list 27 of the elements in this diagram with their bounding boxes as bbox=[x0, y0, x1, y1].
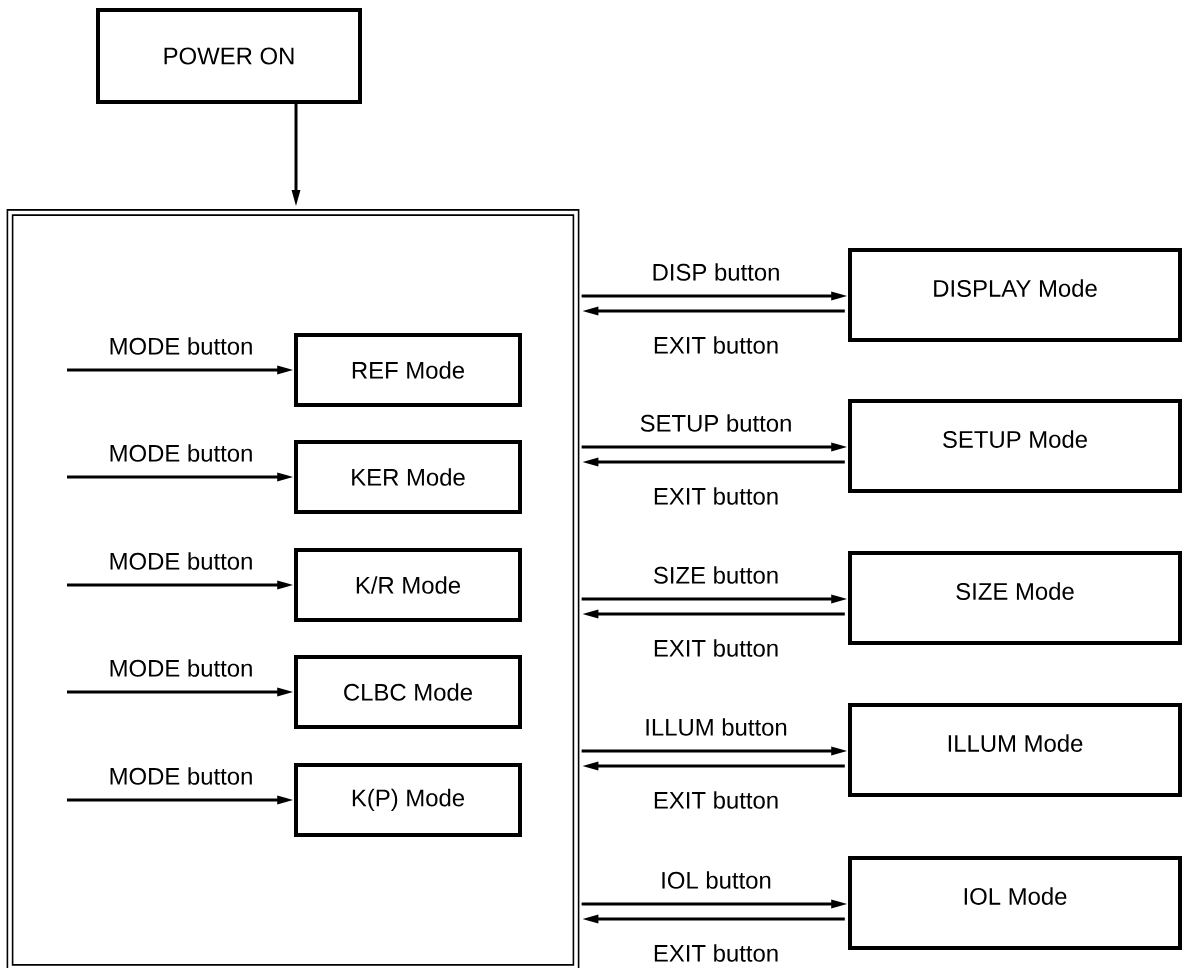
mode-box: SIZE Mode bbox=[848, 551, 1182, 645]
edge-label: ILLUM button bbox=[642, 716, 790, 738]
mode-box: K(P) Mode bbox=[294, 763, 522, 837]
mode-box: POWER ON bbox=[96, 8, 362, 104]
edge-label: IOL button bbox=[658, 869, 774, 891]
edge-label: EXIT button bbox=[651, 789, 781, 811]
edge-label: EXIT button bbox=[651, 637, 781, 659]
edge-label: SIZE button bbox=[651, 564, 781, 586]
edge-label: SETUP button bbox=[638, 412, 794, 434]
mode-box: SETUP Mode bbox=[848, 399, 1182, 493]
frame-box bbox=[6, 209, 580, 968]
edge-label: MODE button bbox=[107, 335, 255, 357]
edge-label: MODE button bbox=[107, 657, 255, 679]
edge-label: EXIT button bbox=[651, 485, 781, 507]
edge-label: DISP button bbox=[650, 261, 782, 283]
edge-label: MODE button bbox=[107, 550, 255, 572]
edge-label: EXIT button bbox=[651, 942, 781, 964]
mode-box: DISPLAY Mode bbox=[848, 248, 1182, 342]
mode-box: KER Mode bbox=[294, 440, 522, 514]
mode-box: CLBC Mode bbox=[294, 655, 522, 729]
mode-box: REF Mode bbox=[294, 333, 522, 407]
edge-label: MODE button bbox=[107, 765, 255, 787]
mode-box: K/R Mode bbox=[294, 548, 522, 622]
edge-label: EXIT button bbox=[651, 334, 781, 356]
mode-box: ILLUM Mode bbox=[848, 703, 1182, 797]
mode-box: IOL Mode bbox=[848, 856, 1182, 950]
edge-label: MODE button bbox=[107, 442, 255, 464]
